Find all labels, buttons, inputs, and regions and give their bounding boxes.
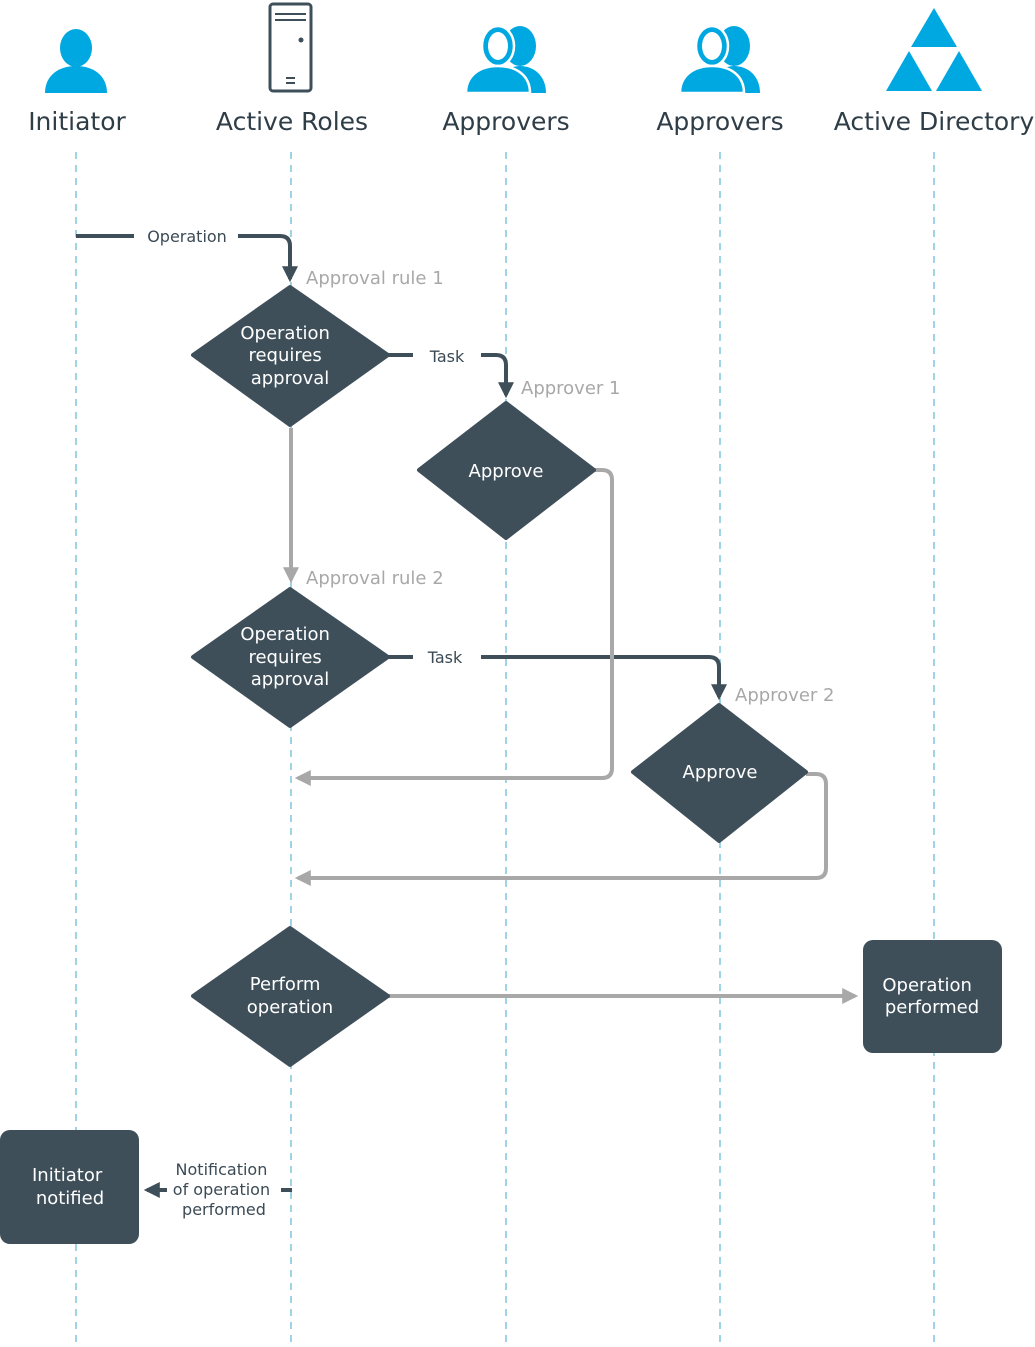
decision-approval-rule-2-line-2: requires [248,647,321,668]
decision-approval-rule-1-line-1: Operation [240,323,330,344]
edge-label-task-2: Task [427,648,463,667]
label-approver-2: Approver 2 [735,685,834,706]
decision-approval-rule-2-line-1: Operation [240,624,330,645]
box-initiator-notified: Initiator notified [0,1130,139,1244]
edge-label-notification-line-2: of operation [173,1180,270,1199]
edge-label-notification: Notification of operation performed [173,1160,275,1219]
lane-title-active-roles: Active Roles [216,107,368,136]
decision-approver-2: Approve [631,703,808,843]
decision-approval-rule-1: Operation requires approval [191,285,390,427]
decision-approver-1: Approve [417,401,596,540]
lane-title-active-directory: Active Directory [834,107,1035,136]
decision-approval-rule-1-line-3: approval [251,368,330,389]
lane-title-approvers-2: Approvers [656,107,783,136]
decision-approver-1-label: Approve [469,461,544,482]
decision-approval-rule-2-line-3: approval [251,669,330,690]
box-operation-performed-line-1: Operation [882,975,972,996]
box-operation-performed: Operation performed [863,940,1002,1053]
svg-text:Operation requires: Operation requires approval [240,323,335,389]
label-approval-rule-1: Approval rule 1 [306,268,444,289]
box-initiator-notified-line-2: notified [36,1188,104,1209]
svg-text:Initiator notified: Initiator notified [32,1165,108,1209]
box-initiator-notified-line-1: Initiator [32,1165,103,1186]
box-operation-performed-line-2: performed [885,997,979,1018]
edge-operation-end [238,234,298,283]
decision-perform-operation-line-1: Perform [250,974,321,995]
edge-task2-end [481,655,727,701]
edge-approve1-return [294,468,614,786]
edge-approve2-return [294,772,828,886]
lane-title-initiator: Initiator [28,107,126,136]
active-directory-icon [886,8,982,91]
decision-perform-operation: Perform operation [191,926,390,1067]
svg-text:Perform operation: Perform operation [247,974,333,1018]
decision-approval-rule-1-line-2: requires [248,345,321,366]
lane-title-approvers-1: Approvers [442,107,569,136]
server-icon [268,2,313,93]
edge-label-task-1: Task [429,347,465,366]
decision-approver-2-label: Approve [683,762,758,783]
users-icon [464,24,546,95]
user-icon [45,29,107,93]
users-icon [678,24,760,95]
label-approver-1: Approver 1 [521,378,620,399]
decision-perform-operation-line-2: operation [247,997,333,1018]
edge-label-notification-line-1: Notification [176,1160,268,1179]
decision-approval-rule-2: Operation requires approval [191,587,390,728]
svg-text:Operation performed: Operation performed [882,975,979,1018]
edge-label-operation: Operation [147,227,227,246]
svg-text:Operation requires: Operation requires approval [240,624,335,690]
edge-task1-end [481,353,514,399]
edge-label-notification-line-3: performed [182,1200,266,1219]
label-approval-rule-2: Approval rule 2 [306,568,444,589]
